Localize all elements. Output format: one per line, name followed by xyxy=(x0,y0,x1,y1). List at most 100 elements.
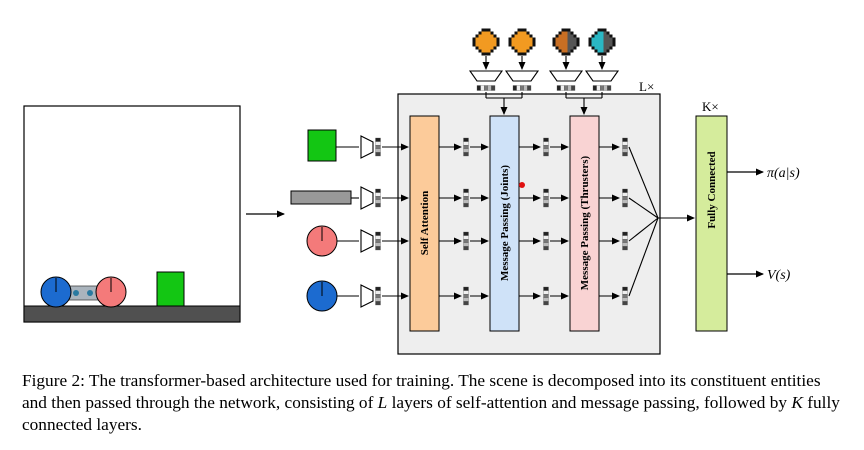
token-cell xyxy=(543,196,549,200)
token-cell xyxy=(484,85,488,91)
thruster-icon-pixel xyxy=(558,40,562,44)
thruster-icon-pixel xyxy=(514,40,518,44)
thruster-icon-pixel xyxy=(517,34,521,38)
red-dot-marker xyxy=(519,182,525,188)
thruster-icon-pixel xyxy=(567,49,571,53)
thruster-icon-pixel xyxy=(514,34,518,38)
thruster-icon-pixel xyxy=(508,43,512,47)
thruster-icon-pixel xyxy=(484,43,488,47)
thruster-icon-pixel xyxy=(526,34,530,38)
token-cell xyxy=(622,148,628,153)
thruster-icon-pixel xyxy=(597,40,601,44)
token-cell xyxy=(527,85,532,91)
thruster-icon-pixel xyxy=(576,43,580,47)
token-cell xyxy=(375,188,381,193)
thruster-icon-pixel xyxy=(612,37,616,41)
token-cell xyxy=(622,145,628,149)
thruster-icon-pixel xyxy=(490,40,494,44)
thruster-icon-pixel xyxy=(487,31,491,35)
caption-text-1: The transformer-based architecture used … xyxy=(22,371,821,412)
thruster-icon-pixel xyxy=(555,43,559,47)
thruster-icon-pixel xyxy=(520,37,524,41)
thruster-encoder xyxy=(468,70,504,82)
fully-connected-block xyxy=(695,115,728,332)
token-cell xyxy=(592,85,597,91)
thruster-icon-pixel xyxy=(532,37,536,41)
thruster-icon-pixel xyxy=(576,40,580,44)
thruster-icon-pixel xyxy=(496,43,500,47)
scene-joint-dot xyxy=(87,290,93,296)
thruster-icon-pixel xyxy=(609,46,613,50)
thruster-icon-pixel xyxy=(573,43,577,47)
thruster-icon-pixel xyxy=(481,40,485,44)
thruster-icon-pixel xyxy=(591,37,595,41)
thruster-icon-pixel xyxy=(573,37,577,41)
thruster-icon-pixel xyxy=(514,31,518,35)
token-cell xyxy=(543,239,549,243)
token-cell xyxy=(622,301,628,306)
token-cell xyxy=(375,301,381,306)
thruster-icon-pixel xyxy=(597,52,601,56)
thruster-icon-pixel xyxy=(511,46,515,50)
entity-inputs xyxy=(290,129,352,312)
thruster-icon-pixel xyxy=(520,52,524,56)
token-cell xyxy=(543,141,549,146)
thruster-icon-pixel xyxy=(564,46,568,50)
thruster-icon-pixel xyxy=(555,37,559,41)
thruster-icon-pixel xyxy=(603,40,607,44)
mp-thrusters-label: Message Passing (Thrusters) xyxy=(579,155,591,290)
thruster-icon-pixel xyxy=(484,52,488,56)
thruster-icon-pixel xyxy=(600,34,604,38)
token-cell xyxy=(571,85,576,91)
token-cell xyxy=(463,145,469,149)
token-cell xyxy=(543,203,549,208)
thruster-icon-pixel xyxy=(529,43,533,47)
thruster-icon-pixel xyxy=(597,28,601,32)
thruster-icon-pixel xyxy=(603,43,607,47)
thruster-icon-pixel xyxy=(612,43,616,47)
token-cell xyxy=(375,239,381,243)
token-cell xyxy=(622,141,628,146)
token-cell xyxy=(520,85,524,91)
encoder-trapezoid xyxy=(360,186,374,210)
thruster-icon-pixel xyxy=(517,28,521,32)
thruster-icon-pixel xyxy=(561,37,565,41)
thruster-encoder xyxy=(584,70,620,82)
thruster-icon-pixel xyxy=(594,40,598,44)
thruster-encoder xyxy=(504,70,540,82)
thruster-icon-pixel xyxy=(487,49,491,53)
token-cell xyxy=(463,148,469,153)
thruster-icon-pixel xyxy=(487,37,491,41)
thruster-icon-pixel xyxy=(490,43,494,47)
token-cell xyxy=(543,290,549,295)
thruster-icon-pixel xyxy=(478,49,482,53)
scene-panel xyxy=(23,105,241,323)
token-cell xyxy=(375,231,381,236)
token-cell xyxy=(543,297,549,302)
token-cell xyxy=(375,297,381,302)
thruster-icon-pixel xyxy=(561,49,565,53)
thruster-icon-pixel xyxy=(526,43,530,47)
thruster-icon-pixel xyxy=(523,37,527,41)
token-cell xyxy=(622,290,628,295)
thruster-icon-pixel xyxy=(520,31,524,35)
token-cell xyxy=(463,141,469,146)
thruster-icon-pixel xyxy=(523,52,527,56)
thruster-icon-pixel xyxy=(561,34,565,38)
caption-text-2: layers of self-attention and message pas… xyxy=(391,393,788,412)
thruster-icon-pixel xyxy=(600,52,604,56)
thruster-icon-pixel xyxy=(487,34,491,38)
thruster-icon-pixel xyxy=(523,31,527,35)
token-cell xyxy=(622,294,628,298)
token-cell xyxy=(375,242,381,247)
token-cell xyxy=(543,235,549,240)
self-attention-label: Self Attention xyxy=(419,191,431,255)
token-cell xyxy=(543,199,549,204)
thruster-icon-pixel xyxy=(511,43,515,47)
thruster-icon-pixel xyxy=(526,31,530,35)
token-cell xyxy=(487,85,492,91)
token-cell xyxy=(543,188,549,193)
thruster-icon-pixel xyxy=(588,40,592,44)
encoder-trapezoid xyxy=(360,135,374,159)
token-cell xyxy=(543,242,549,247)
